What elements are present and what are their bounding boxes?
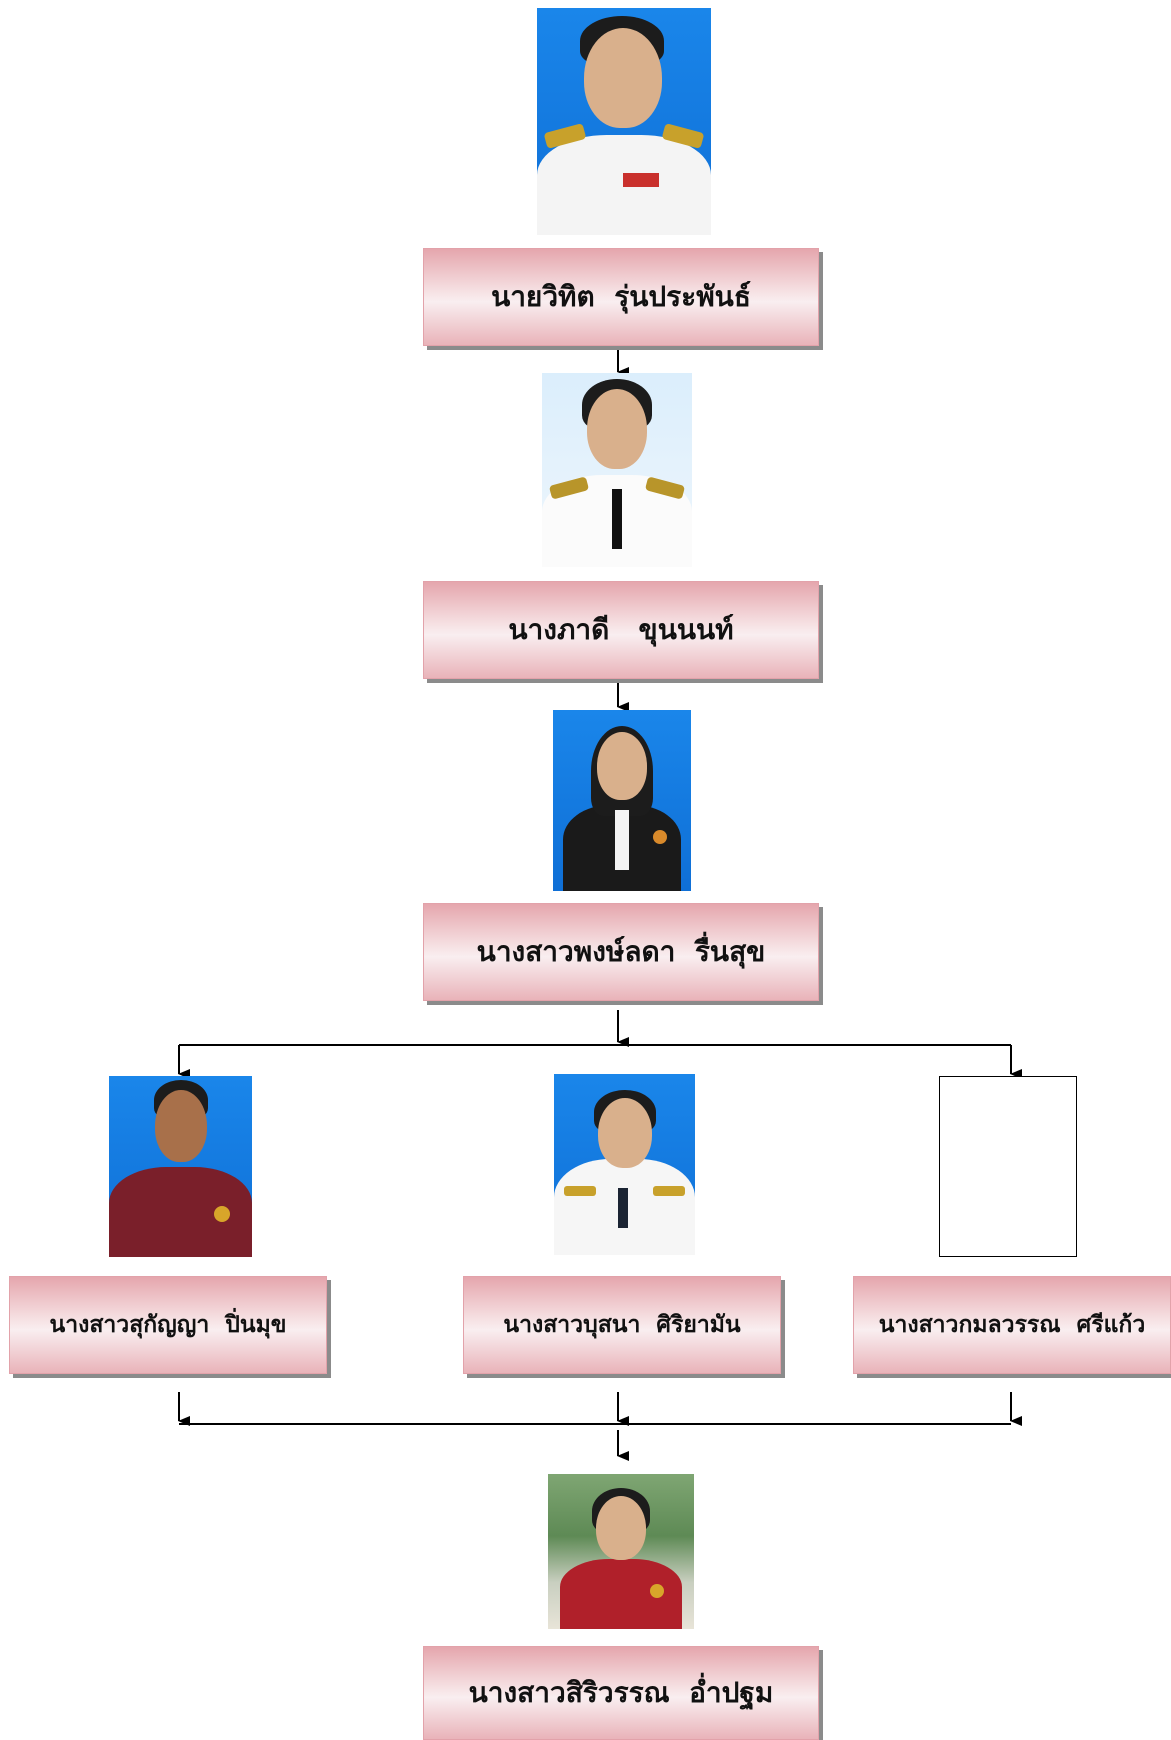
name-box-n7: นางสาวสิริวรรณ อ่ำปฐม — [423, 1646, 819, 1740]
photo-n1 — [537, 8, 711, 235]
photo-n5 — [554, 1074, 695, 1255]
name-box-n2: นางภาดี ขุนนนท์ — [423, 581, 819, 679]
photo-n3 — [553, 710, 691, 891]
name-box-n4: นางสาวสุกัญญา ปิ่นมุข — [9, 1276, 327, 1374]
name-box-n6: นางสาวกมลวรรณ ศรีแก้ว — [853, 1276, 1171, 1374]
photo-n2 — [542, 373, 692, 567]
name-box-n5: นางสาวบุสนา ศิริยามัน — [463, 1276, 781, 1374]
photo-n4 — [109, 1076, 252, 1257]
name-box-n1: นายวิทิต รุ่นประพันธ์ — [423, 248, 819, 346]
name-box-n3: นางสาวพงษ์ลดา รื่นสุข — [423, 903, 819, 1001]
photo-n7 — [548, 1474, 694, 1629]
photo-n6-placeholder — [939, 1076, 1077, 1257]
